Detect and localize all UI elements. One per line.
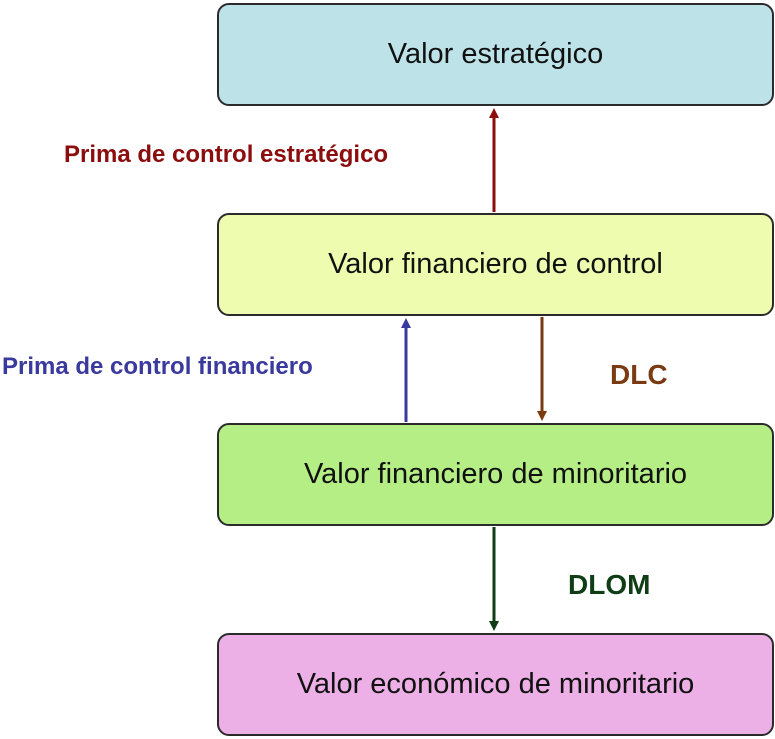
strategic-value-box: Valor estratégico: [217, 3, 774, 106]
financial-control-value-box: Valor financiero de control: [217, 213, 774, 316]
dlom-label: DLOM: [568, 569, 651, 600]
economic-minority-value-box: Valor económico de minoritario: [217, 633, 774, 736]
dlc-label: DLC: [610, 359, 668, 390]
financial-control-premium-label: Prima de control financiero: [2, 353, 313, 380]
financial-minority-value-box: Valor financiero de minoritario: [217, 423, 774, 526]
strategic-control-premium-label: Prima de control estratégico: [64, 141, 389, 168]
